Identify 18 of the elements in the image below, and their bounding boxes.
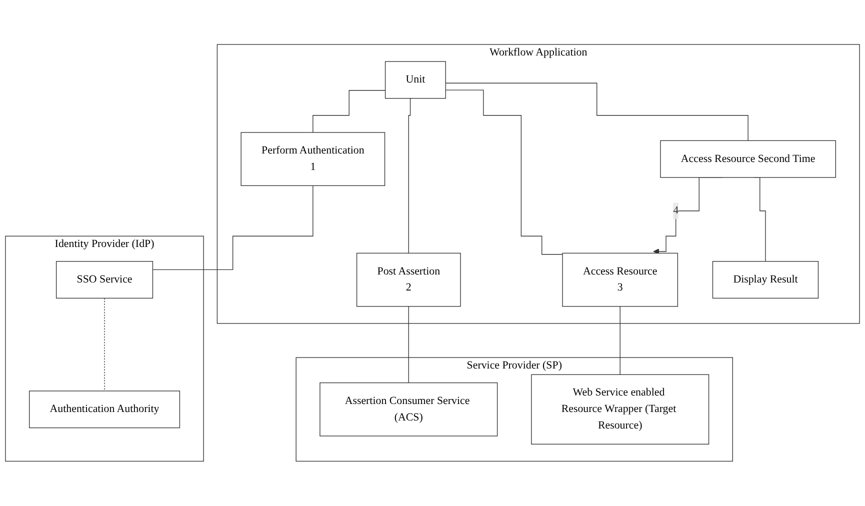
node-box: Display Result (712, 261, 819, 299)
node-box: Unit (384, 61, 446, 99)
connector (445, 90, 563, 255)
node-box: SSO Service (56, 261, 154, 299)
connector (312, 90, 386, 133)
connector (408, 306, 409, 384)
node-box: Access Resource 3 (562, 253, 678, 307)
node-box: Perform Authentication 1 (240, 132, 386, 186)
connector (408, 98, 412, 254)
edge-label: 4 (673, 204, 679, 217)
node-box: Post Assertion 2 (356, 253, 461, 307)
node-box: Authentication Authority (29, 390, 180, 428)
node-box: Web Service enabled Resource Wrapper (Target Resource) (531, 374, 710, 445)
connector (445, 82, 748, 142)
node-box: Access Resource Second Time (660, 140, 836, 178)
connector (104, 298, 105, 392)
node-box: Assertion Consumer Service (ACS) (320, 382, 498, 436)
connector (152, 185, 314, 270)
